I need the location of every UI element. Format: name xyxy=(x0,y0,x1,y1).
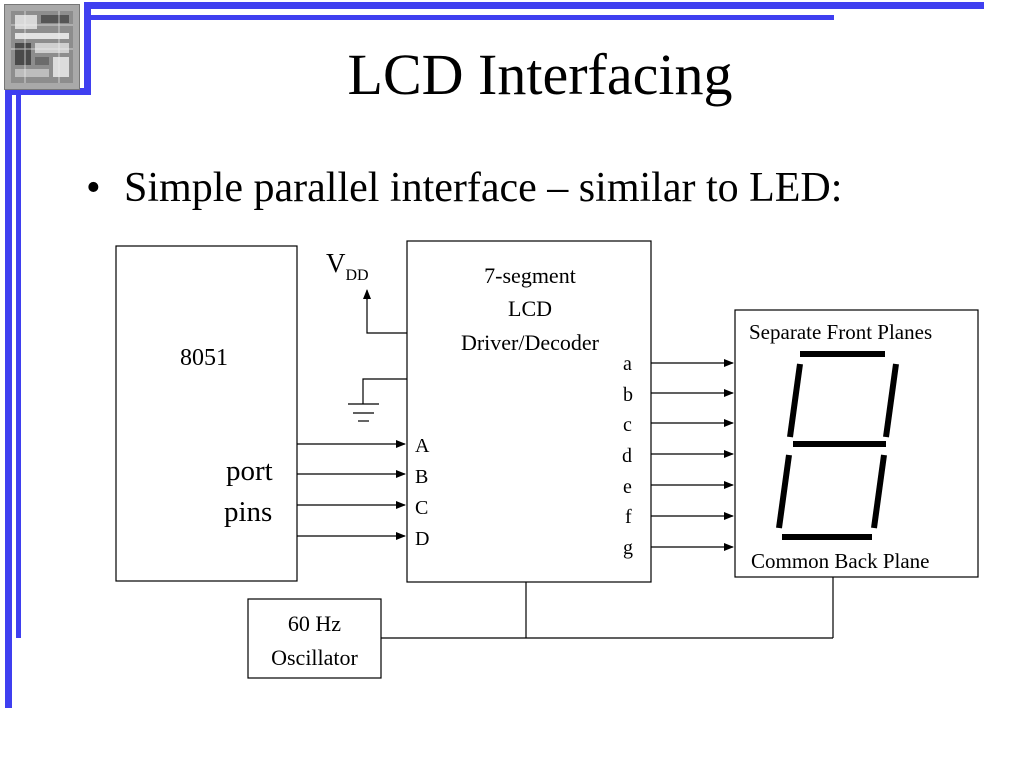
bullet-item: • Simple parallel interface – similar to … xyxy=(86,162,842,214)
mcu-label: 8051 xyxy=(180,345,228,371)
output-label-g: g xyxy=(623,537,633,559)
bullet-text: Simple parallel interface – similar to L… xyxy=(124,165,843,211)
page-title: LCD Interfacing xyxy=(347,42,733,107)
port-label-line1: port xyxy=(226,455,273,487)
display-box xyxy=(734,309,979,578)
segment-e xyxy=(776,454,792,529)
chip-logo-icon xyxy=(4,4,80,90)
accent-bar-corner-v xyxy=(84,2,91,92)
ground-icon xyxy=(348,403,379,422)
driver-box xyxy=(406,240,652,583)
output-label-a: a xyxy=(623,353,632,375)
accent-bar-top-inner xyxy=(84,15,834,20)
output-label-b: b xyxy=(623,384,633,406)
segment-f xyxy=(787,363,803,438)
bullet-dot-icon: • xyxy=(86,165,101,211)
oscillator-label-line2: Oscillator xyxy=(271,645,358,670)
output-label-f: f xyxy=(625,506,632,528)
vdd-label-main: V xyxy=(326,248,346,278)
front-planes-label: Separate Front Planes xyxy=(749,320,933,344)
output-label-e: e xyxy=(623,476,632,498)
segment-c xyxy=(871,454,887,529)
ground-wire xyxy=(362,378,407,404)
input-label-d: D xyxy=(415,528,430,550)
input-label-c: C xyxy=(415,497,429,519)
input-label-a: A xyxy=(415,435,430,457)
input-label-b: B xyxy=(415,466,429,488)
mcu-8051-box xyxy=(115,245,298,582)
output-label-d: d xyxy=(622,445,632,467)
driver-title-line3: Driver/Decoder xyxy=(460,330,600,355)
driver-title-line2: LCD xyxy=(508,296,552,321)
back-plane-label: Common Back Plane xyxy=(751,549,930,573)
segment-b xyxy=(883,363,899,438)
port-label-line2: pins xyxy=(224,496,273,528)
accent-bar-left xyxy=(5,90,12,708)
accent-bar-left-inner xyxy=(16,90,21,638)
accent-bar-top xyxy=(84,2,984,9)
oscillator-label-line1: 60 Hz xyxy=(287,611,342,636)
seven-segment-icon xyxy=(776,351,899,540)
vdd-label: VDD xyxy=(326,248,369,284)
vdd-label-sub: DD xyxy=(345,267,369,284)
supply-wire xyxy=(366,291,407,334)
driver-title-line1: 7-segment xyxy=(484,263,576,288)
output-label-c: c xyxy=(623,414,632,436)
